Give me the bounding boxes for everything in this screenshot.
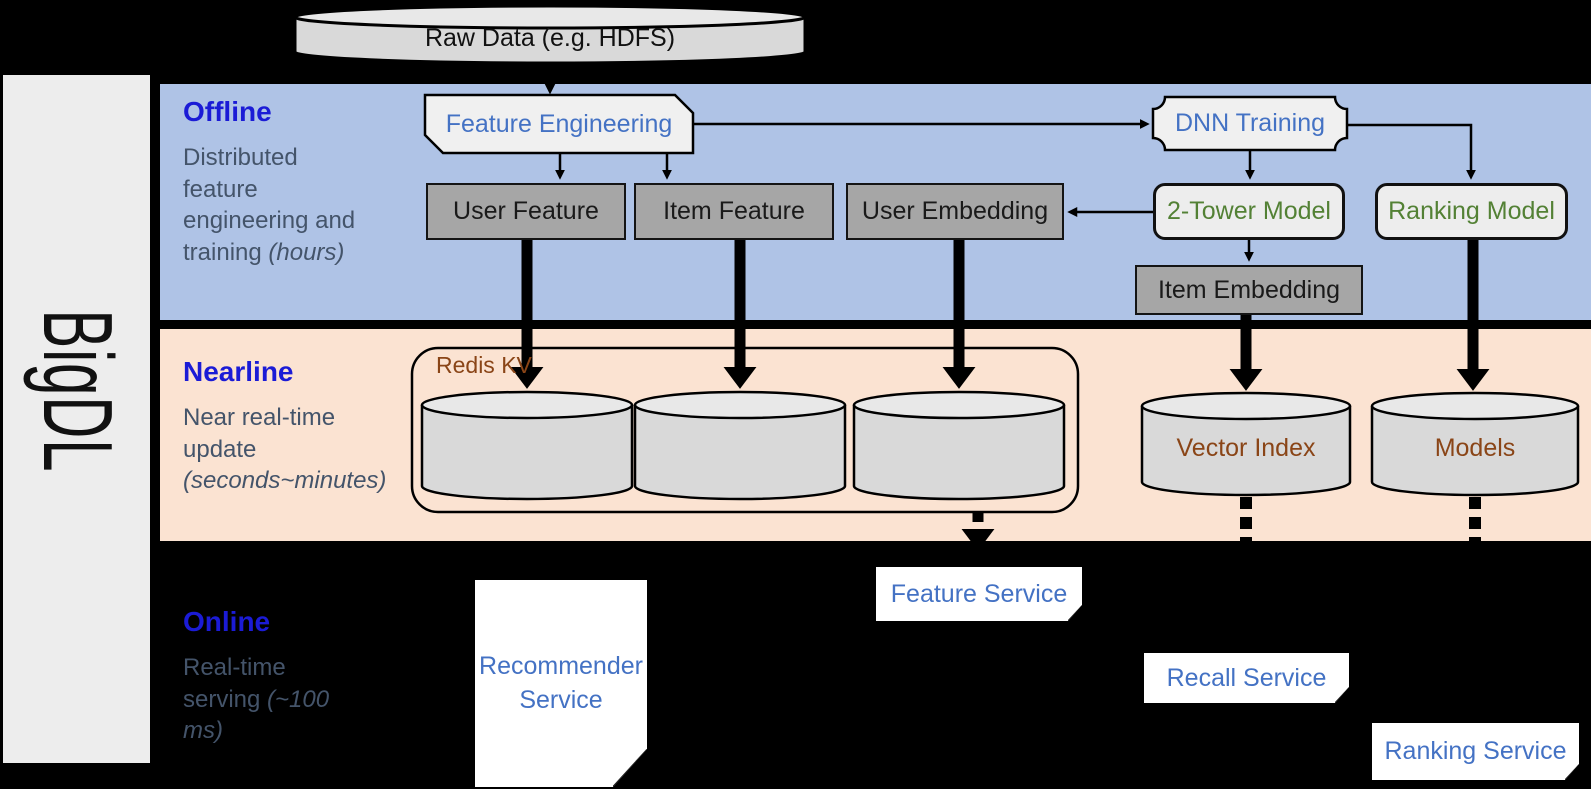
offline-description-italic: (hours) bbox=[268, 239, 345, 267]
nearline-section-description: Near real-time update (seconds~minutes) bbox=[183, 402, 398, 497]
online-description-text: Real-time serving bbox=[183, 654, 286, 713]
redis-cylinder-2 bbox=[633, 390, 847, 501]
redis-cylinder-1 bbox=[420, 390, 634, 501]
recommender-service-label: Recommender Service bbox=[479, 651, 643, 714]
feature-engineering-shape bbox=[423, 93, 695, 155]
online-description-italic: (~100 ms) bbox=[183, 685, 330, 745]
vector-index-label: Vector Index bbox=[1176, 433, 1316, 462]
redis-kv-label: Redis KV bbox=[436, 352, 532, 378]
feature-service-label: Feature Service bbox=[890, 579, 1068, 608]
item-feature-node: Item Feature bbox=[634, 183, 834, 240]
ranking-service-node: Ranking Service bbox=[1372, 723, 1579, 780]
user-embedding-node: User Embedding bbox=[846, 183, 1064, 240]
nearline-description-italic: (seconds~minutes) bbox=[183, 467, 387, 495]
redis-cylinder-3 bbox=[852, 390, 1066, 501]
bigdl-sidebar: BigDL bbox=[3, 75, 150, 763]
feature-service-node: Feature Service bbox=[876, 567, 1082, 621]
raw-data-label: Raw Data (e.g. HDFS) bbox=[424, 23, 676, 52]
online-section-title: Online bbox=[183, 606, 271, 637]
dnn-training-node: DNN Training bbox=[1174, 109, 1326, 137]
raw-data-cylinder bbox=[293, 4, 807, 65]
arrow-dnn-to-ranking-model bbox=[1347, 123, 1476, 180]
nearline-description-text: Near real-time update bbox=[183, 404, 336, 463]
two-tower-model-node: 2-Tower Model bbox=[1153, 183, 1345, 240]
offline-section-title: Offline bbox=[183, 96, 272, 127]
ranking-model-node: Ranking Model bbox=[1375, 183, 1568, 240]
ranking-service-label: Ranking Service bbox=[1384, 737, 1567, 765]
item-embedding-node: Item Embedding bbox=[1135, 265, 1363, 315]
recall-service-label: Recall Service bbox=[1166, 663, 1327, 692]
recommender-service-node: Recommender Service bbox=[475, 580, 647, 787]
recall-service-node: Recall Service bbox=[1144, 653, 1349, 703]
offline-section-description: Distributed feature engineering and trai… bbox=[183, 142, 373, 269]
feature-engineering-node: Feature Engineering bbox=[445, 109, 673, 138]
dnn-training-shape bbox=[1151, 95, 1349, 152]
models-cylinder bbox=[1370, 391, 1580, 497]
vector-index-cylinder bbox=[1140, 391, 1352, 497]
online-section-description: Real-time serving (~100 ms) bbox=[183, 652, 333, 747]
user-feature-node: User Feature bbox=[426, 183, 626, 240]
offline-description-text: Distributed feature engineering and trai… bbox=[183, 144, 356, 267]
models-label: Models bbox=[1434, 433, 1516, 462]
nearline-section-title: Nearline bbox=[183, 356, 294, 387]
